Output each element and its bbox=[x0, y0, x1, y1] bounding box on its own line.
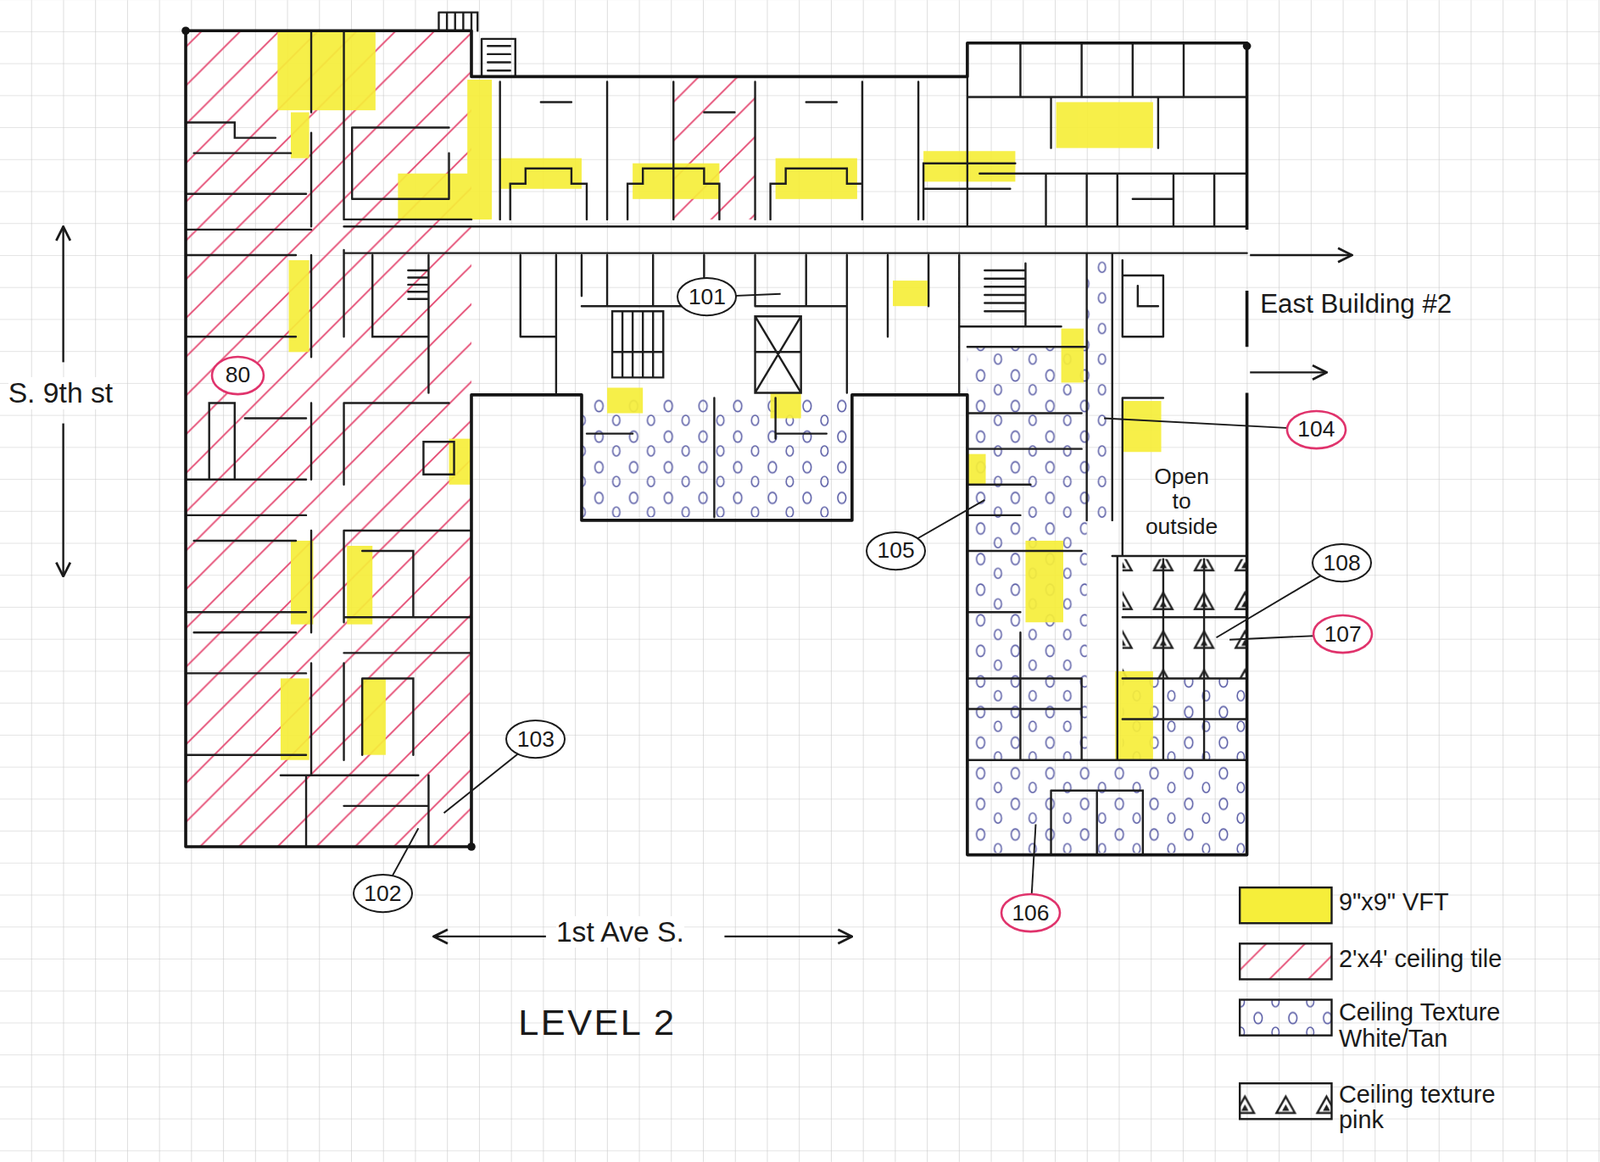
vft-patch bbox=[290, 112, 310, 159]
vft-patch bbox=[346, 546, 373, 625]
legend-swatch bbox=[1239, 887, 1332, 924]
legend-text: Ceiling Texture White/Tan bbox=[1338, 999, 1584, 1052]
area-note: Open to outside bbox=[1143, 464, 1220, 541]
ceiling-texture-pink bbox=[1122, 559, 1248, 680]
legend-swatch bbox=[1239, 1000, 1332, 1037]
vft-patches bbox=[277, 30, 1161, 760]
vft-patch bbox=[775, 158, 858, 200]
callout-circle: 107 bbox=[1311, 613, 1374, 655]
legend-text: 9"x9" VFT bbox=[1338, 889, 1450, 915]
callout-circle: 80 bbox=[210, 355, 266, 396]
callout-ellipse bbox=[1001, 894, 1060, 932]
legend-swatch bbox=[1239, 943, 1332, 980]
callout-number: 106 bbox=[1011, 901, 1049, 926]
vft-patch bbox=[892, 280, 929, 307]
callout-circle: 103 bbox=[504, 719, 567, 760]
texture-area bbox=[967, 765, 1248, 853]
callout-circle: 106 bbox=[999, 892, 1062, 934]
street-arrow bbox=[61, 226, 64, 363]
vft-patch bbox=[923, 150, 1015, 182]
callout-ellipse bbox=[677, 278, 736, 316]
street-arrows bbox=[63, 226, 1353, 937]
callout-ellipse bbox=[866, 532, 926, 570]
callout-circle: 101 bbox=[675, 276, 738, 318]
callout-circle: 108 bbox=[1310, 542, 1373, 584]
texture-area bbox=[581, 397, 853, 518]
callout-number: 108 bbox=[1322, 551, 1361, 576]
callout-number: 107 bbox=[1324, 622, 1362, 647]
street-arrow bbox=[433, 936, 546, 938]
callout-ellipse bbox=[211, 356, 264, 395]
callout-number: 102 bbox=[363, 881, 402, 907]
street-label: 1st Ave S. bbox=[556, 916, 685, 949]
vft-patch bbox=[1122, 401, 1162, 452]
callout-circle: 105 bbox=[864, 530, 927, 572]
vft-patch bbox=[1025, 540, 1064, 623]
vft-patch bbox=[467, 79, 492, 220]
vft-patch bbox=[280, 678, 310, 760]
level-title: LEVEL 2 bbox=[518, 1002, 676, 1044]
callout-number: 104 bbox=[1297, 417, 1335, 442]
vft-patch bbox=[1061, 328, 1084, 384]
legend-text: 2'x4' ceiling tile bbox=[1338, 946, 1502, 972]
building-outline bbox=[185, 30, 1248, 855]
callout-ellipse bbox=[1312, 544, 1372, 582]
corner-dots bbox=[181, 26, 1251, 851]
passage-arrow bbox=[1249, 254, 1352, 257]
callout-number: 105 bbox=[877, 538, 915, 564]
texture-area bbox=[1087, 260, 1113, 521]
vft-patch bbox=[967, 454, 987, 486]
vft-patch bbox=[1114, 671, 1154, 761]
texture-area bbox=[967, 346, 1088, 760]
corner-dot bbox=[467, 842, 476, 852]
callout-ellipse bbox=[353, 875, 413, 913]
callout-number: 103 bbox=[517, 727, 555, 753]
vft-patch bbox=[362, 678, 386, 755]
callout-circle: 104 bbox=[1285, 409, 1348, 451]
vft-patch bbox=[449, 439, 472, 486]
legend-swatch bbox=[1239, 1083, 1332, 1120]
leader-lines bbox=[382, 294, 1343, 914]
vft-patch bbox=[277, 30, 376, 111]
vft-patch bbox=[1056, 101, 1154, 148]
street-label: S. 9th st bbox=[8, 377, 114, 410]
street-arrow bbox=[724, 936, 852, 938]
callout-ellipse bbox=[506, 720, 565, 759]
texture-area bbox=[1122, 559, 1248, 680]
callout-ellipse bbox=[1287, 411, 1346, 449]
street-arrow bbox=[61, 423, 64, 578]
vft-patch bbox=[607, 387, 643, 413]
leader-line bbox=[1103, 418, 1316, 430]
vft-patch bbox=[289, 260, 310, 352]
corner-dot bbox=[181, 26, 190, 35]
passage-arrow bbox=[1249, 371, 1327, 374]
legend-swatches bbox=[1239, 887, 1332, 1120]
callout-circle: 102 bbox=[351, 873, 414, 915]
interior-walls bbox=[185, 12, 1248, 856]
building-label: East Building #2 bbox=[1259, 289, 1452, 319]
callout-number: 101 bbox=[688, 284, 726, 310]
legend-text: Ceiling texture pink bbox=[1338, 1081, 1534, 1134]
callout-number: 80 bbox=[225, 362, 251, 388]
callout-ellipse bbox=[1313, 615, 1372, 653]
corner-dot bbox=[1243, 41, 1252, 51]
